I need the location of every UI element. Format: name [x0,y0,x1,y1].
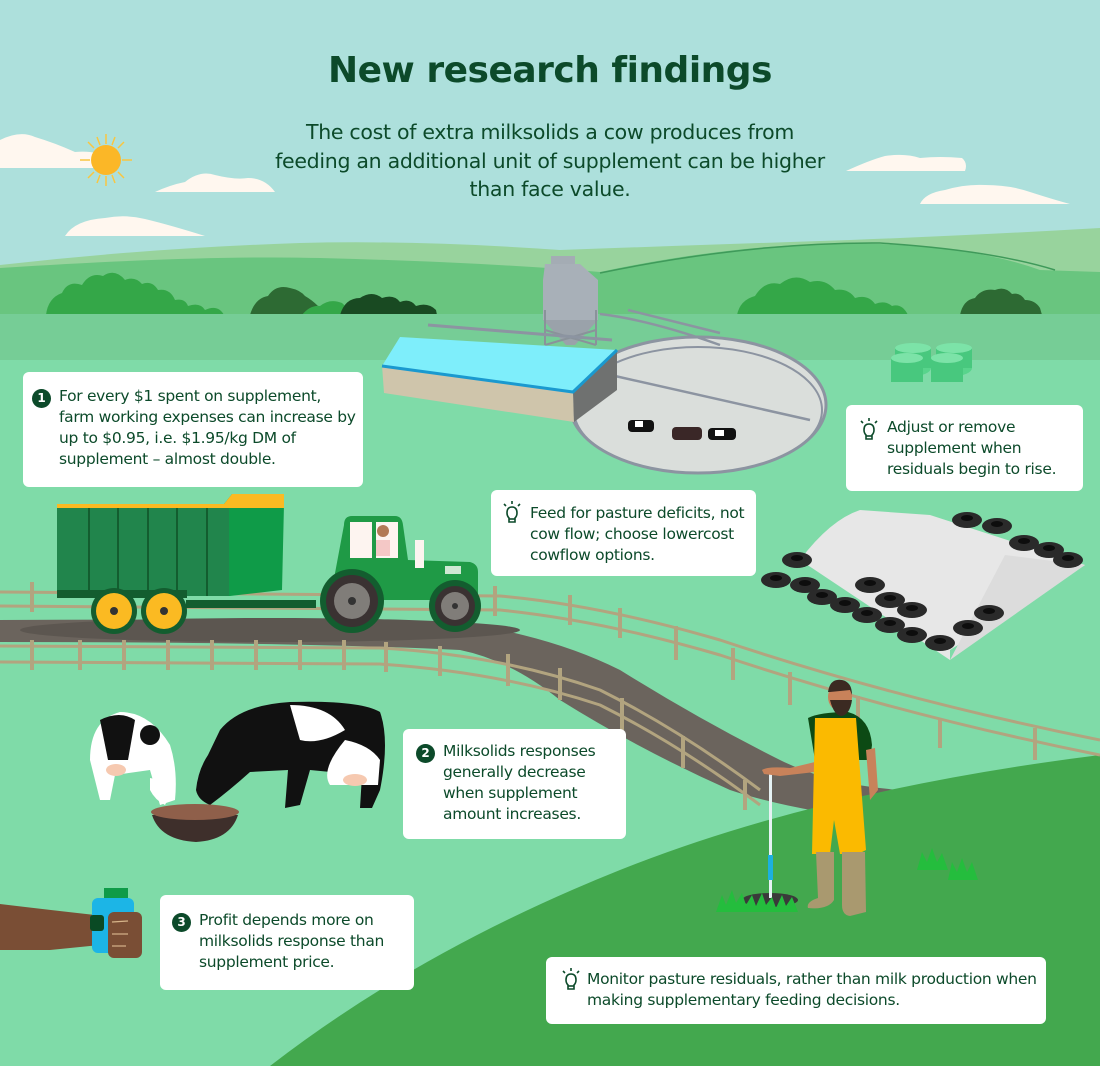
page-title: New research findings [328,50,772,91]
page-subtitle: The cost of extra milksolids a cow produ… [275,120,825,201]
tip-text: Monitor pasture residuals, rather than m… [587,970,1037,1009]
lightbulb-icon [503,501,521,523]
lightbulb-icon [860,418,878,440]
tip-card-monitor-residuals: Monitor pasture residuals, rather than m… [546,957,1046,1024]
cows-eating-icon [90,701,385,842]
finding-text: Profit depends more on milksolids respon… [199,911,385,971]
number-badge-icon: 3 [172,913,191,932]
tip-card-adjust-supplement: Adjust or remove supplement when residua… [846,405,1083,491]
cows-walking-icon [628,420,736,440]
silage-stack-icon [761,510,1085,660]
finding-card-1: 1 For every $1 spent on supplement, farm… [23,372,363,487]
finding-text: Milksolids responses generally decrease … [443,742,596,823]
feed-pad-shed-icon [381,337,619,422]
silage-bales-icon [891,343,972,382]
tip-text: Feed for pasture deficits, not cow flow;… [530,504,745,564]
trees-icon [46,272,1042,315]
silo-icon [543,256,598,346]
number-badge-icon: 2 [416,744,435,763]
number-badge-icon: 1 [32,389,51,408]
fences [0,590,1100,807]
rotary-yard [427,308,828,475]
lightbulb-icon [562,968,580,990]
hand-holding-wallet-icon [0,888,142,958]
finding-card-2: 2 Milksolids responses generally decreas… [403,729,626,839]
finding-card-3: 3 Profit depends more on milksolids resp… [160,895,414,990]
finding-text: For every $1 spent on supplement, farm w… [59,387,356,468]
sun-icon [80,134,132,186]
tip-card-feed-for-deficits: Feed for pasture deficits, not cow flow;… [491,490,756,576]
tip-text: Adjust or remove supplement when residua… [887,418,1057,478]
grass-tufts-icon [716,848,978,912]
tractor-with-feed-wagon-icon [57,494,481,634]
